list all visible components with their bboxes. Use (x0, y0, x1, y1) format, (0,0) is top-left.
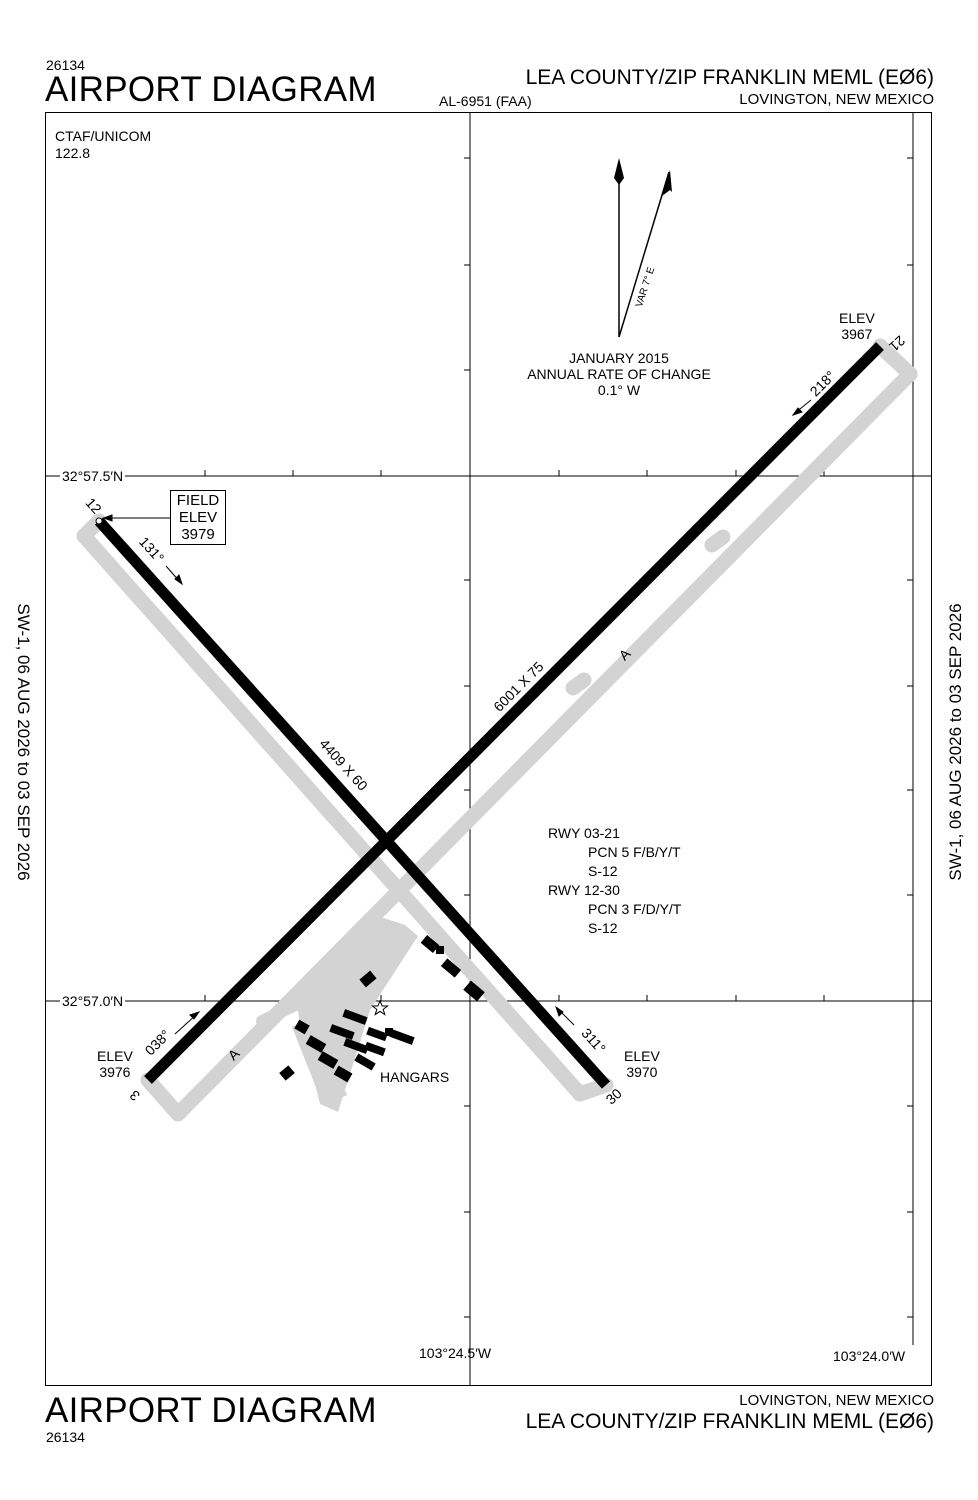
taxiway-ramp-link (256, 995, 310, 1027)
airport-reference-point (95, 517, 103, 525)
pcn-rwy2-value: PCN 3 F/D/Y/T (588, 901, 682, 917)
rate-of-change-value: 0.1° W (597, 382, 641, 398)
hangar (333, 1065, 353, 1083)
elev-rwy-21: ELEV 3967 (839, 310, 875, 342)
hangar (366, 1026, 388, 1042)
hangar (385, 1028, 393, 1036)
taxiway-connector-upper (704, 529, 731, 553)
airport-name-top: LEA COUNTY/ZIP FRANKLIN MEML (EØ6) (526, 66, 934, 90)
pcn-rwy1-value: PCN 5 F/B/Y/T (588, 844, 681, 860)
elev-rwy-3: ELEV 3976 (97, 1048, 133, 1080)
taxiway-a-parallel (170, 366, 918, 1122)
building (436, 946, 444, 954)
magnetic-north-arrow-icon (662, 170, 672, 196)
airport-name: LEA COUNTY/ZIP FRANKLIN MEML (525, 1410, 873, 1433)
building (359, 970, 377, 988)
field-elev-value: 3979 (181, 526, 215, 543)
elev-label: ELEV (97, 1048, 133, 1064)
runway-end-12: 12 (83, 495, 105, 517)
hangar (354, 1053, 376, 1071)
pcn-rwy1-s: S-12 (588, 863, 618, 879)
north-arrows (614, 158, 672, 338)
field-elev-line1: FIELD (176, 492, 220, 509)
elev-label: ELEV (624, 1048, 660, 1064)
runways (94, 342, 884, 1089)
lat-lon-grid (45, 112, 932, 1386)
pcn-rwy2: RWY 12-30 (548, 882, 620, 898)
airport-ident: (EØ6) (877, 66, 934, 89)
chart-id-bottom: 26134 (46, 1429, 85, 1445)
ctaf-label: CTAF/UNICOM (55, 128, 152, 144)
pcn-info: RWY 03-21 PCN 5 F/B/Y/T S-12 RWY 12-30 P… (548, 824, 681, 938)
footer-title: AIRPORT DIAGRAM (45, 1391, 377, 1430)
runway-03-21 (144, 342, 884, 1084)
runway-end-3: 3 (126, 1087, 143, 1104)
longitude-east-label: 103°24.0′W (833, 1348, 906, 1364)
hangar (279, 1065, 295, 1081)
taxiway-connector-21 (872, 338, 918, 382)
building (420, 935, 440, 953)
heading-arrows (102, 399, 812, 1035)
magnetic-variation-note: JANUARY 2015 ANNUAL RATE OF CHANGE 0.1° … (527, 350, 711, 398)
ctaf-frequency: 122.8 (55, 145, 91, 161)
building (463, 980, 485, 1002)
taxiway-connector-3 (140, 1072, 186, 1122)
pcn-rwy2-s: S-12 (588, 920, 618, 936)
true-north-arrow-icon (614, 158, 624, 185)
airport-ident: (EØ6) (877, 1410, 934, 1433)
building (440, 958, 462, 978)
magnetic-north-line (618, 171, 670, 338)
hangar (317, 1051, 339, 1069)
elev-label: ELEV (839, 310, 875, 326)
latitude-north-label: 32°57.5′N (60, 468, 126, 484)
hangar (305, 1035, 327, 1053)
airport-name-bottom: LEA COUNTY/ZIP FRANKLIN MEML (EØ6) (526, 1410, 934, 1434)
hangar (343, 1038, 369, 1054)
runway-12-30 (94, 517, 611, 1089)
ctaf-unicom: CTAF/UNICOM 122.8 (55, 128, 151, 162)
elev-value: 3967 (841, 326, 873, 342)
rotating-beacon-icon (371, 999, 389, 1016)
elev-value: 3976 (99, 1064, 131, 1080)
rate-of-change-label: ANNUAL RATE OF CHANGE (527, 366, 711, 382)
hangar (342, 1009, 368, 1025)
taxiways (76, 338, 918, 1122)
field-elev-line2: ELEV (178, 509, 218, 526)
location-bottom: LOVINGTON, NEW MEXICO (739, 1392, 934, 1409)
hangar (389, 1029, 415, 1045)
procedure-id: AL-6951 (FAA) (439, 93, 532, 109)
variation-label: VAR 7° E (634, 265, 657, 308)
chart-id-top: 26134 (46, 57, 85, 73)
diagram-frame (45, 112, 932, 1386)
pcn-rwy1: RWY 03-21 (548, 825, 620, 841)
hangar (364, 1041, 386, 1057)
elev-rwy-30: ELEV 3970 (624, 1048, 660, 1080)
buildings (279, 935, 485, 1083)
taxiway-parallel-12-30 (76, 528, 588, 1102)
variation-date: JANUARY 2015 (569, 350, 669, 366)
location-top: LOVINGTON, NEW MEXICO (739, 91, 934, 108)
airport-name: LEA COUNTY/ZIP FRANKLIN MEML (525, 66, 873, 89)
hangar (294, 1019, 310, 1035)
hangars-label: HANGARS (380, 1069, 450, 1085)
field-elevation-box: FIELD ELEV 3979 (170, 490, 226, 545)
page-title: AIRPORT DIAGRAM (45, 70, 377, 109)
hangar (329, 1024, 355, 1040)
longitude-west-label: 103°24.5′W (419, 1345, 492, 1361)
elev-value: 3970 (626, 1064, 658, 1080)
taxiway-connector-mid (565, 672, 592, 696)
hangar-taxilane (291, 1017, 348, 1105)
latitude-south-label: 32°57.0′N (60, 993, 126, 1009)
